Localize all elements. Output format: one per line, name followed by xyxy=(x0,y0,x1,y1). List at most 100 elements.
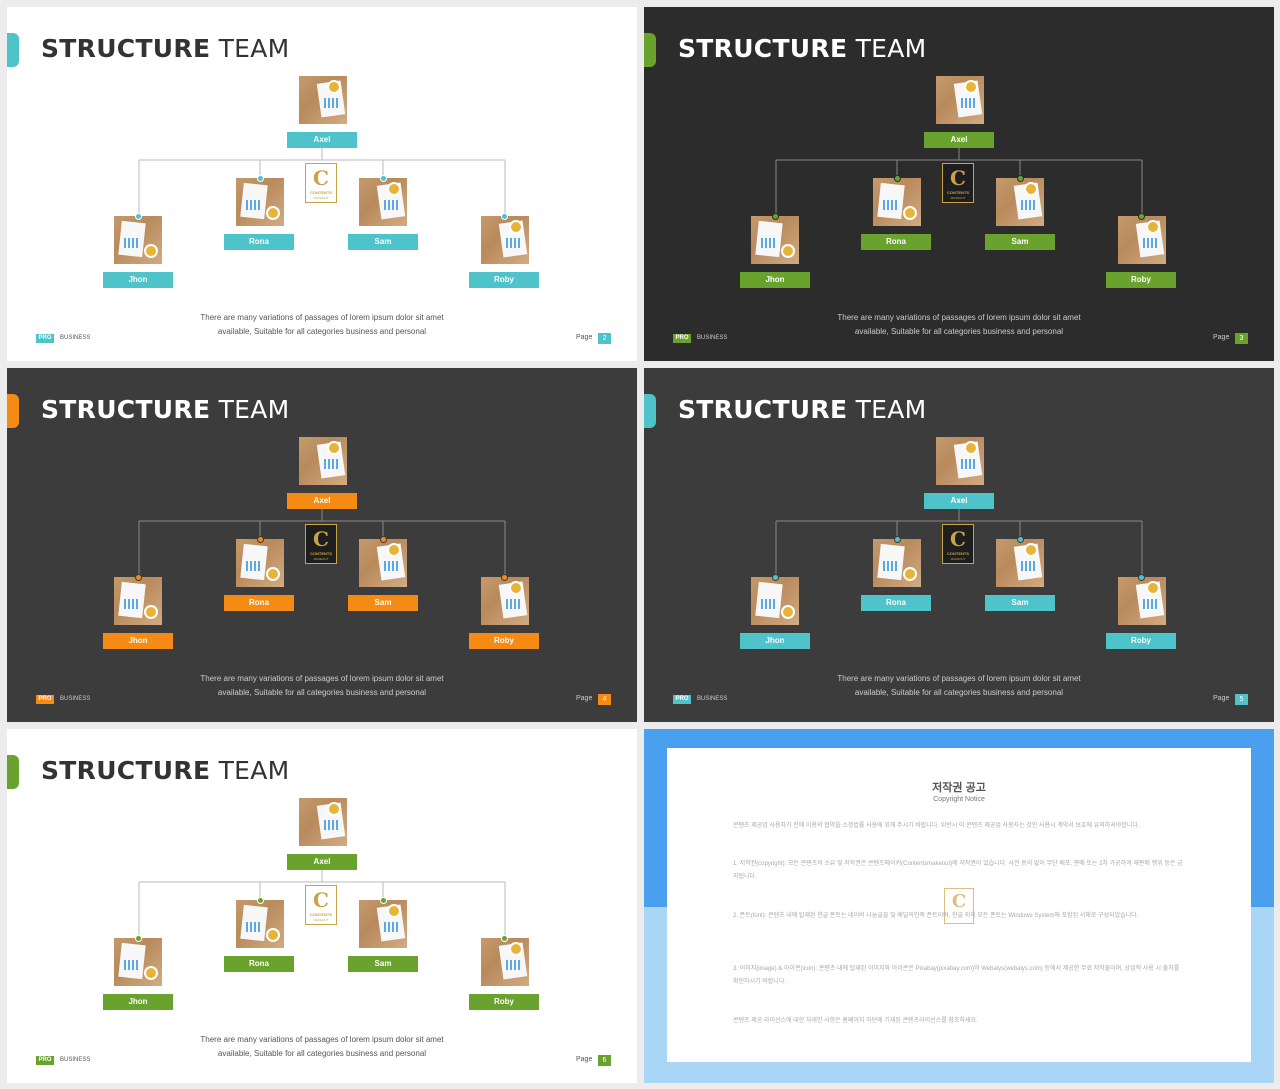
member-photo xyxy=(751,216,799,264)
org-chart-slide[interactable]: STRUCTURE TEAM C CONTENTS MAKEOUT Axel R… xyxy=(7,368,637,722)
contents-logo: C CONTENTS MAKEOUT xyxy=(942,524,974,564)
member-photo xyxy=(359,178,407,226)
member-label-mid-left[interactable]: Rona xyxy=(861,234,931,250)
member-label-mid-left[interactable]: Rona xyxy=(861,595,931,611)
member-label-top[interactable]: Axel xyxy=(287,854,357,870)
member-photo xyxy=(114,577,162,625)
member-label-top[interactable]: Axel xyxy=(287,493,357,509)
description-line-2: available, Suitable for all categories b… xyxy=(217,327,427,336)
member-label-bottom-left[interactable]: Jhon xyxy=(740,272,810,288)
title-bold: STRUCTURE xyxy=(678,34,848,63)
member-photo xyxy=(481,577,529,625)
page-number: 4 xyxy=(598,694,611,705)
description: There are many variations of passages of… xyxy=(804,672,1114,700)
member-label-mid-right[interactable]: Sam xyxy=(985,234,1055,250)
member-label-top[interactable]: Axel xyxy=(924,132,994,148)
member-photo xyxy=(481,938,529,986)
business-label: BUSINESS xyxy=(60,696,91,702)
title-light: TEAM xyxy=(218,34,290,63)
member-label-bottom-right[interactable]: Roby xyxy=(1106,272,1176,288)
description-line-2: available, Suitable for all categories b… xyxy=(217,1049,427,1058)
page-label: Page xyxy=(576,1056,593,1063)
member-photo xyxy=(236,539,284,587)
member-label-bottom-right[interactable]: Roby xyxy=(1106,633,1176,649)
member-photo xyxy=(481,216,529,264)
connector-dot xyxy=(894,175,901,182)
description-line-1: There are many variations of passages of… xyxy=(200,674,444,683)
member-label-bottom-left[interactable]: Jhon xyxy=(103,994,173,1010)
slide-title: STRUCTURE TEAM xyxy=(41,34,290,63)
description-line-2: available, Suitable for all categories b… xyxy=(854,327,1064,336)
member-label-bottom-left[interactable]: Jhon xyxy=(103,633,173,649)
member-label-bottom-right[interactable]: Roby xyxy=(469,994,539,1010)
member-photo xyxy=(359,539,407,587)
title-bold: STRUCTURE xyxy=(678,395,848,424)
business-label: BUSINESS xyxy=(697,696,728,702)
member-label-bottom-left[interactable]: Jhon xyxy=(740,633,810,649)
connector-dot xyxy=(135,935,142,942)
contents-logo: C xyxy=(944,888,974,924)
page-number: 2 xyxy=(598,333,611,344)
contents-logo: C CONTENTS MAKEOUT xyxy=(305,524,337,564)
slide-title: STRUCTURE TEAM xyxy=(41,395,290,424)
copyright-paragraph: 3. 이미지(image) & 아이콘(icon): 콘텐츠 내에 탑재된 이미… xyxy=(733,966,1180,985)
contents-logo: C CONTENTS MAKEOUT xyxy=(305,163,337,203)
member-label-mid-right[interactable]: Sam xyxy=(985,595,1055,611)
member-label-top[interactable]: Axel xyxy=(924,493,994,509)
member-photo xyxy=(1118,216,1166,264)
member-photo xyxy=(996,178,1044,226)
accent-bar xyxy=(7,33,19,67)
pro-badge: PRO xyxy=(36,1056,54,1065)
member-label-bottom-left[interactable]: Jhon xyxy=(103,272,173,288)
connector-dot xyxy=(501,213,508,220)
member-photo xyxy=(114,216,162,264)
member-label-mid-right[interactable]: Sam xyxy=(348,234,418,250)
member-label-mid-left[interactable]: Rona xyxy=(224,956,294,972)
connector-dot xyxy=(257,897,264,904)
member-label-mid-right[interactable]: Sam xyxy=(348,595,418,611)
member-photo xyxy=(359,900,407,948)
page-label: Page xyxy=(576,695,593,702)
org-chart-slide[interactable]: STRUCTURE TEAM C CONTENTS MAKEOUT Axel R… xyxy=(7,729,637,1083)
connector-dot xyxy=(135,213,142,220)
member-label-bottom-right[interactable]: Roby xyxy=(469,633,539,649)
member-label-top[interactable]: Axel xyxy=(287,132,357,148)
connector-dot xyxy=(772,574,779,581)
description-line-2: available, Suitable for all categories b… xyxy=(217,688,427,697)
pro-badge: PRO xyxy=(36,334,54,343)
copyright-subtitle: Copyright Notice xyxy=(933,796,985,803)
business-label: BUSINESS xyxy=(60,1057,91,1063)
member-photo xyxy=(236,900,284,948)
member-label-mid-left[interactable]: Rona xyxy=(224,595,294,611)
org-chart-slide[interactable]: STRUCTURE TEAM C CONTENTS MAKEOUT Axel R… xyxy=(644,7,1274,361)
member-photo xyxy=(996,539,1044,587)
page-number: 3 xyxy=(1235,333,1248,344)
description: There are many variations of passages of… xyxy=(167,672,477,700)
connector-dot xyxy=(501,574,508,581)
org-chart-slide[interactable]: STRUCTURE TEAM C CONTENTS MAKEOUT Axel R… xyxy=(644,368,1274,722)
connector-dot xyxy=(501,935,508,942)
title-bold: STRUCTURE xyxy=(41,756,211,785)
pro-badge: PRO xyxy=(673,695,691,704)
description-line-1: There are many variations of passages of… xyxy=(200,313,444,322)
member-label-mid-left[interactable]: Rona xyxy=(224,234,294,250)
page-label: Page xyxy=(576,334,593,341)
connector-dot xyxy=(257,536,264,543)
copyright-paragraph: 2. 폰트(font): 콘텐츠 내에 탑재된 한글 폰트는 네이버 나눔글꼴 … xyxy=(733,913,1139,919)
title-bold: STRUCTURE xyxy=(41,395,211,424)
connector-dot xyxy=(1138,213,1145,220)
slide-title: STRUCTURE TEAM xyxy=(678,34,927,63)
page-label: Page xyxy=(1213,695,1230,702)
member-label-bottom-right[interactable]: Roby xyxy=(469,272,539,288)
member-label-mid-right[interactable]: Sam xyxy=(348,956,418,972)
accent-bar xyxy=(644,394,656,428)
member-photo xyxy=(299,798,347,846)
accent-bar xyxy=(7,755,19,789)
member-photo xyxy=(1118,577,1166,625)
business-label: BUSINESS xyxy=(60,335,91,341)
copyright-paragraph: 1. 저작권(copyright): 모든 콘텐츠의 소유 및 저작권은 콘텐츠… xyxy=(733,861,1183,880)
org-chart-slide[interactable]: STRUCTURE TEAM C CONTENTS MAKEOUT Axel R… xyxy=(7,7,637,361)
